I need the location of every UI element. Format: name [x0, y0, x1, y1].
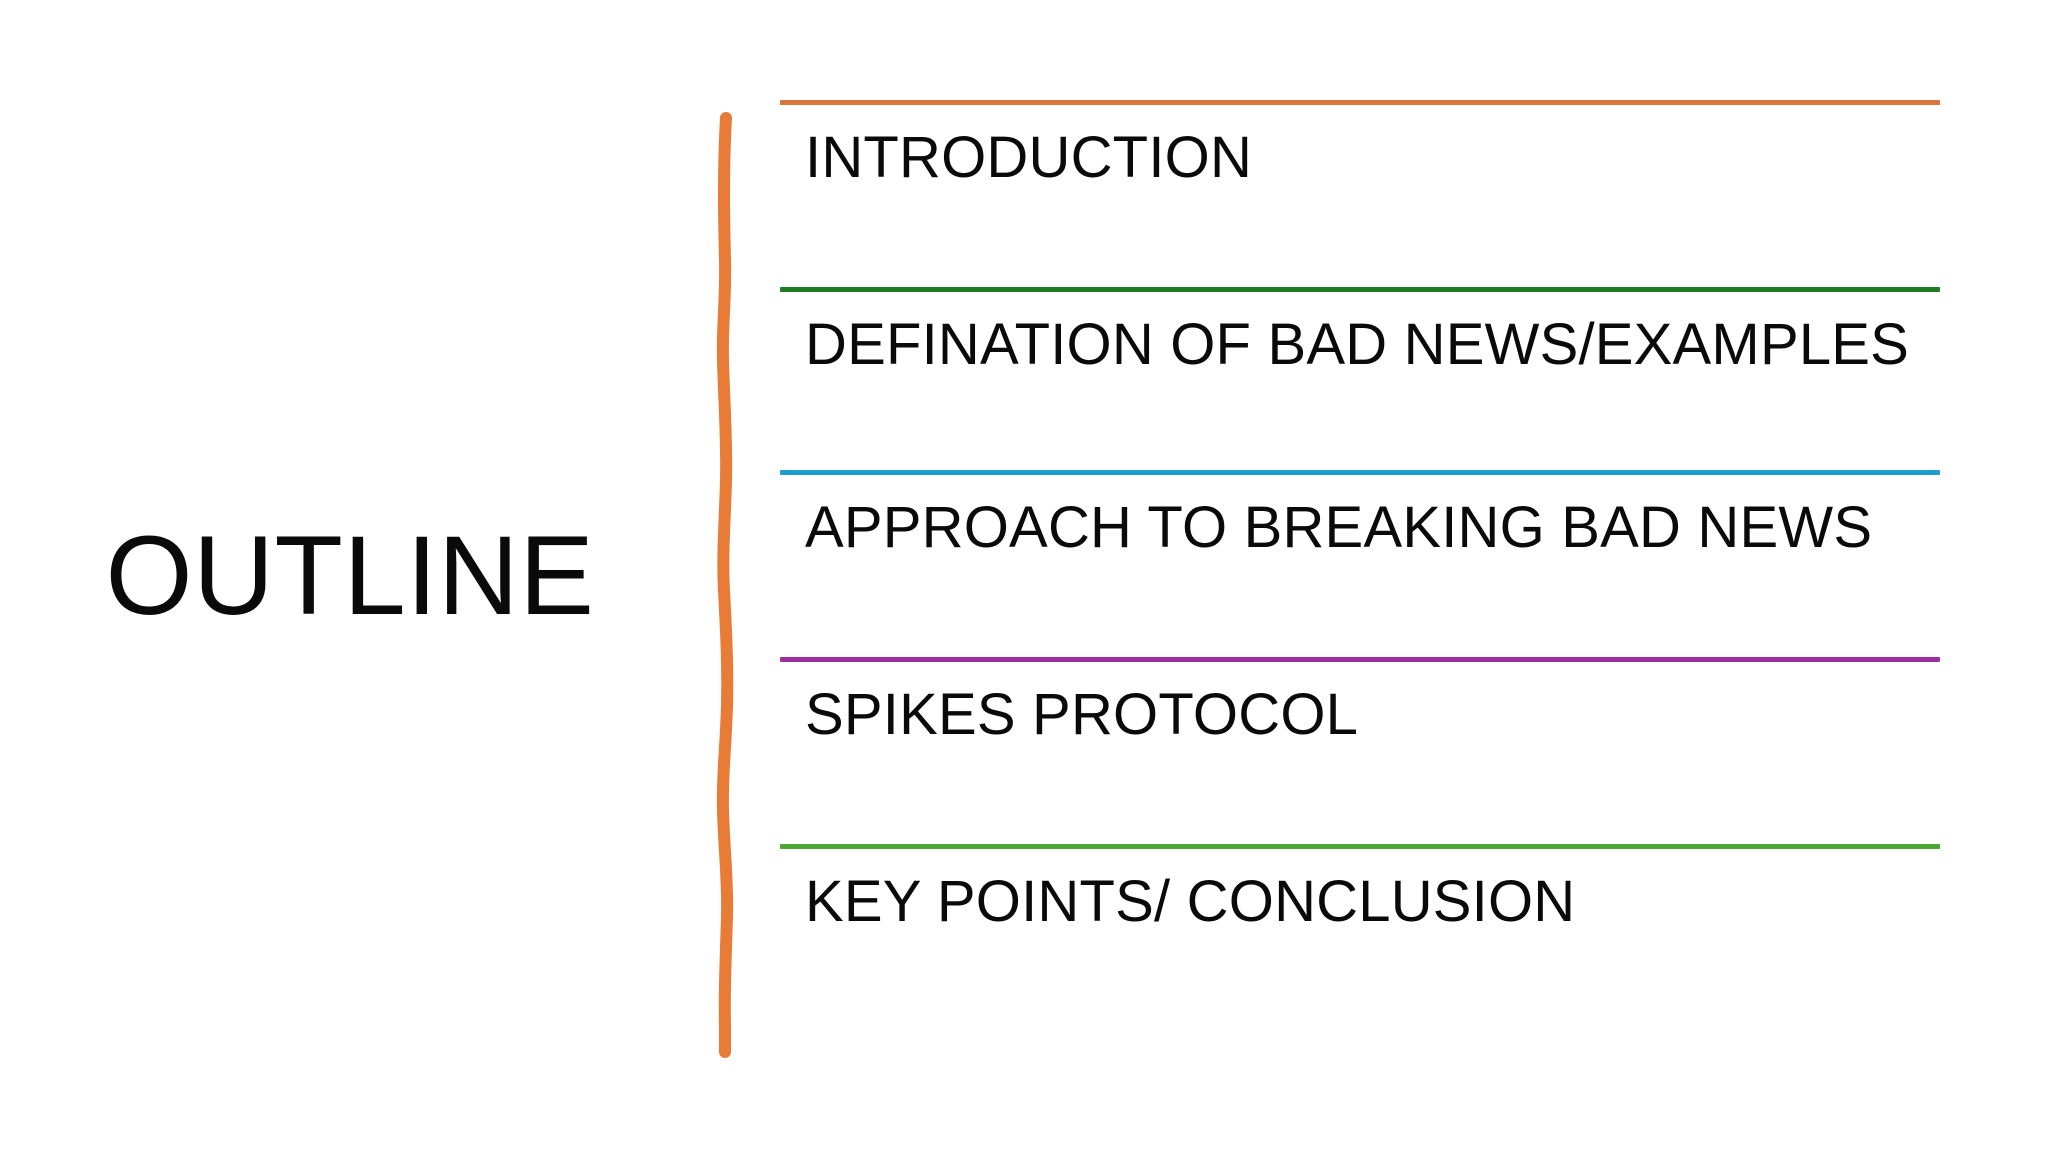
dark-green-rule	[780, 287, 1940, 292]
list-item-label: SPIKES PROTOCOL	[805, 682, 1359, 747]
list-item-label: DEFINATION OF BAD NEWS/EXAMPLES	[805, 312, 1910, 377]
list-item[interactable]: DEFINATION OF BAD NEWS/EXAMPLES	[780, 287, 1940, 474]
list-item[interactable]: KEY POINTS/ CONCLUSION	[780, 844, 1940, 1031]
list-item-label: INTRODUCTION	[805, 125, 1253, 190]
blue-rule	[780, 470, 1940, 475]
vertical-divider	[700, 110, 760, 1060]
outline-list: INTRODUCTION DEFINATION OF BAD NEWS/EXAM…	[780, 0, 1940, 1152]
list-item-label: APPROACH TO BREAKING BAD NEWS	[805, 495, 1873, 560]
list-item-label: KEY POINTS/ CONCLUSION	[805, 869, 1576, 934]
purple-rule	[780, 657, 1940, 662]
page-title: OUTLINE	[105, 513, 595, 638]
list-item[interactable]: INTRODUCTION	[780, 100, 1940, 287]
orange-rule	[780, 100, 1940, 105]
slide-title-block: OUTLINE	[0, 0, 700, 1152]
list-item[interactable]: APPROACH TO BREAKING BAD NEWS	[780, 470, 1940, 657]
vertical-brush-stroke-icon	[716, 112, 734, 1058]
green-rule	[780, 844, 1940, 849]
list-item[interactable]: SPIKES PROTOCOL	[780, 657, 1940, 844]
